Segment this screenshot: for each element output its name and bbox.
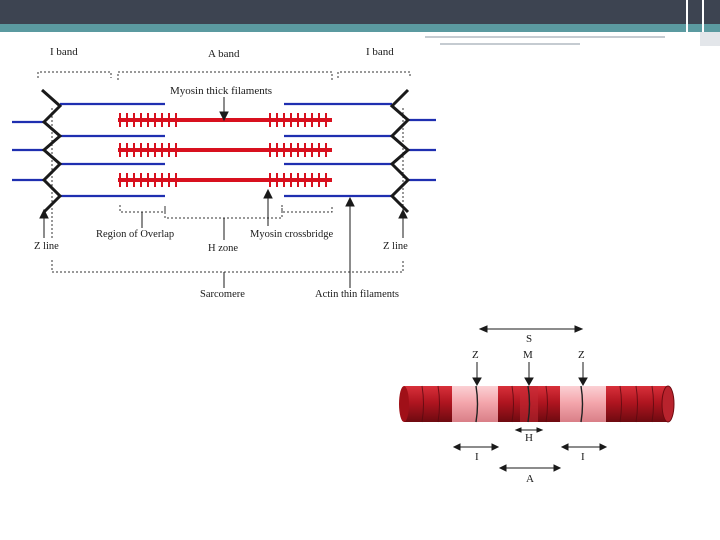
label-myosin-thick-filaments: Myosin thick filaments	[170, 85, 273, 97]
label-m: M	[523, 349, 533, 361]
arrow-head	[263, 188, 273, 199]
label-z-right: Z	[578, 349, 585, 361]
label-actin-thin-filaments: Actin thin filaments	[315, 289, 399, 300]
arrow-head	[219, 111, 229, 122]
label-i-band-right: I band	[366, 46, 394, 58]
dimension-arrows	[452, 325, 608, 472]
label-h: H	[525, 432, 533, 444]
z-line-left	[475, 385, 479, 423]
header-strip	[700, 32, 720, 46]
label-sarcomere: Sarcomere	[200, 289, 245, 300]
sarcomere-bracket	[51, 260, 404, 273]
myosin-filament	[118, 113, 332, 127]
light-band	[452, 386, 498, 422]
label-myosin-crossbridge: Myosin crossbridge	[250, 229, 334, 240]
label-z-left: Z	[472, 349, 479, 361]
arrow-head	[345, 196, 355, 207]
cylinder-end	[661, 385, 675, 423]
header-bar	[0, 0, 720, 24]
label-i-left: I	[475, 451, 479, 463]
label-s: S	[526, 333, 533, 345]
z-line-left	[41, 88, 63, 214]
z-line-right	[580, 385, 584, 423]
arrow-head	[39, 208, 49, 219]
header-rule	[440, 43, 580, 45]
label-i-band-left: I band	[50, 46, 78, 58]
label-h-zone: H zone	[208, 243, 239, 254]
band-boundaries	[421, 385, 654, 423]
label-a-band: A band	[208, 48, 240, 60]
z-m-lines	[475, 385, 584, 423]
overlap-bracket-right	[281, 205, 333, 213]
m-line	[527, 385, 531, 423]
cylinder-end	[399, 386, 409, 422]
leader-lines	[39, 97, 408, 288]
label-region-of-overlap: Region of Overlap	[96, 229, 175, 240]
i-band-left-bracket	[37, 71, 112, 78]
header-separator	[702, 0, 704, 32]
a-band-bracket	[117, 71, 333, 80]
myosin-filaments	[118, 113, 332, 187]
label-i-right: I	[581, 451, 585, 463]
header-accent-bar	[0, 24, 720, 32]
label-z-line-left: Z line	[34, 241, 59, 252]
label-a: A	[526, 473, 534, 485]
myofibril-bands	[399, 385, 675, 423]
header-rule	[425, 36, 665, 38]
arrow-head	[398, 208, 408, 219]
label-z-line-right: Z line	[383, 241, 408, 252]
myosin-filament	[118, 143, 332, 157]
dark-band	[404, 386, 452, 422]
header-separator	[686, 0, 688, 32]
z-line-right	[389, 88, 411, 214]
z-lines	[41, 88, 411, 214]
actin-filaments	[12, 102, 436, 198]
i-band-right-bracket	[337, 71, 411, 78]
myosin-filament	[118, 173, 332, 187]
